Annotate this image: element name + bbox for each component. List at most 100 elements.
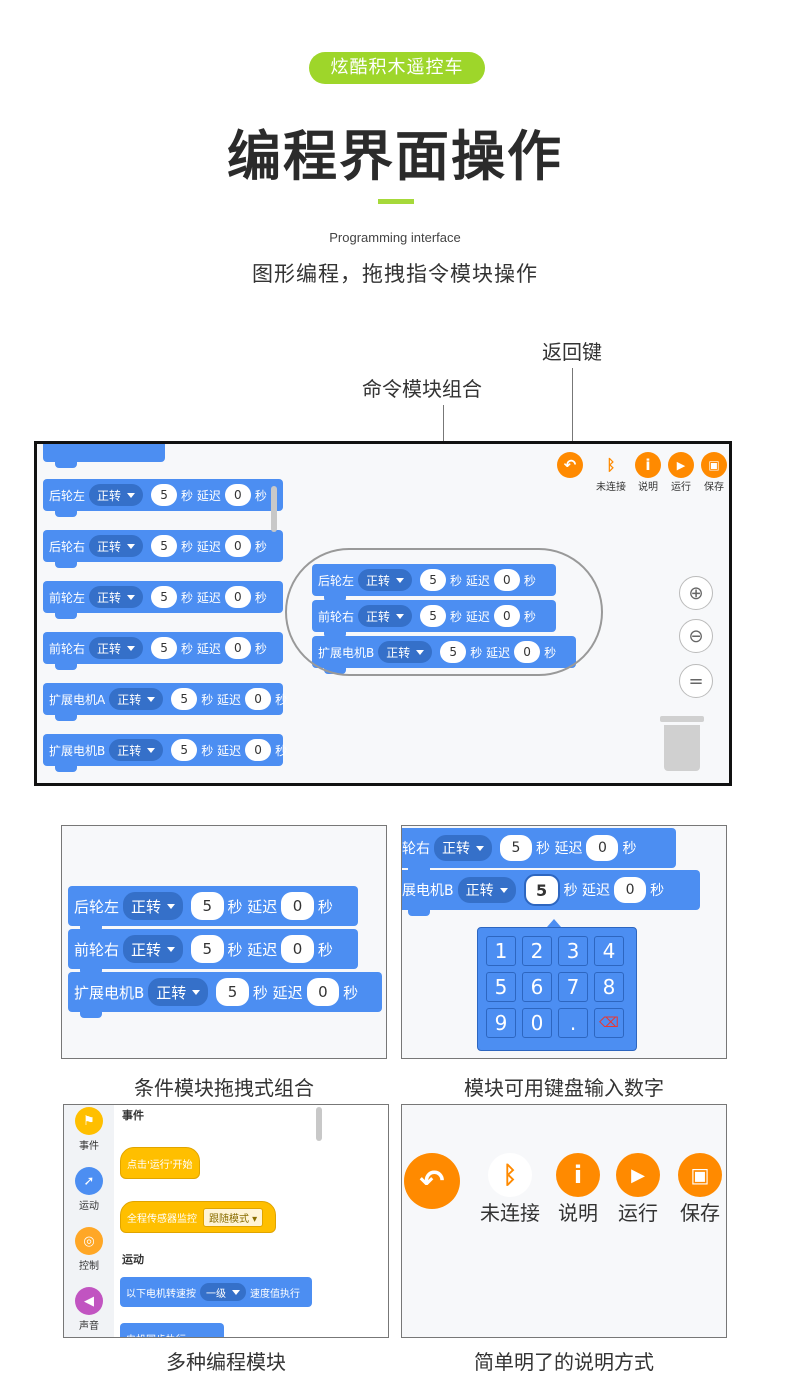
back-button[interactable]: ↶: [557, 452, 583, 478]
big-bluetooth-button[interactable]: ᛒ 未连接: [480, 1153, 540, 1226]
seconds-input[interactable]: 5: [440, 641, 467, 663]
delay-input[interactable]: 0: [306, 978, 340, 1006]
direction-dropdown[interactable]: 正转: [89, 586, 144, 608]
seconds-input[interactable]: 5: [191, 935, 224, 963]
keypad-key[interactable]: 7: [558, 972, 588, 1002]
seconds-input-active[interactable]: 5: [523, 874, 560, 906]
direction-dropdown[interactable]: 正转: [358, 569, 413, 591]
info-label: 说明: [558, 1201, 598, 1225]
backspace-key[interactable]: ⌫: [594, 1008, 624, 1038]
seconds-input[interactable]: 5: [171, 688, 198, 710]
blocks-scrollbar[interactable]: [271, 486, 277, 532]
direction-dropdown[interactable]: 正转: [378, 641, 433, 663]
direction-dropdown[interactable]: 正转: [457, 877, 516, 903]
keypad-key[interactable]: 1: [486, 936, 516, 966]
delay-input[interactable]: 0: [224, 535, 251, 557]
seconds-input[interactable]: 5: [216, 978, 249, 1006]
delay-input[interactable]: 0: [514, 641, 541, 663]
keypad-key[interactable]: 2: [522, 936, 552, 966]
delay-input[interactable]: 0: [245, 688, 272, 710]
big-back-button[interactable]: ↶: [404, 1153, 460, 1209]
direction-dropdown[interactable]: 正转: [358, 605, 413, 627]
bluetooth-button[interactable]: ᛒ 未连接: [596, 452, 626, 493]
sec-text: 秒: [343, 983, 359, 1002]
category-sound[interactable]: ◀ 声音: [64, 1287, 114, 1332]
keypad-key[interactable]: 8: [594, 972, 624, 1002]
title-badge: 炫酷积木遥控车: [309, 52, 485, 84]
direction-dropdown[interactable]: 正转: [89, 535, 144, 557]
delay-input[interactable]: 0: [586, 835, 619, 861]
delay-input[interactable]: 0: [224, 637, 251, 659]
info-button[interactable]: i 说明: [635, 452, 661, 493]
seconds-input[interactable]: 5: [151, 484, 178, 506]
delay-input[interactable]: 0: [493, 605, 520, 627]
delay-input[interactable]: 0: [281, 935, 314, 963]
delay-input[interactable]: 0: [224, 484, 251, 506]
block-row1[interactable]: 轮右 正转 5 秒 延迟 0 秒: [402, 828, 676, 874]
keypad-key[interactable]: 6: [522, 972, 552, 1002]
seconds-input[interactable]: 5: [151, 637, 178, 659]
save-button[interactable]: ▣ 保存: [701, 452, 727, 493]
category-control[interactable]: ◎ 控制: [64, 1227, 114, 1272]
partial-block[interactable]: [43, 444, 165, 468]
big-save-button[interactable]: ▣ 保存: [678, 1153, 722, 1226]
delay-input[interactable]: 0: [281, 892, 314, 920]
direction-dropdown[interactable]: 正转: [109, 688, 164, 710]
keypad-key[interactable]: 4: [594, 936, 624, 966]
direction-dropdown[interactable]: 正转: [89, 637, 144, 659]
block-click-run[interactable]: 点击'运行'开始: [120, 1147, 200, 1179]
block-motor-speed[interactable]: 以下电机转速按 一级 速度值执行: [120, 1277, 312, 1307]
run-button[interactable]: ▶ 运行: [668, 452, 694, 493]
category-motion[interactable]: ➚ 运动: [64, 1167, 114, 1212]
direction-dropdown[interactable]: 正转: [434, 835, 492, 861]
delay-input[interactable]: 0: [493, 569, 520, 591]
seconds-input[interactable]: 5: [500, 835, 532, 861]
delay-input[interactable]: 0: [224, 586, 251, 608]
keypad-key[interactable]: 0: [522, 1008, 552, 1038]
zoom-reset-button[interactable]: =: [679, 664, 713, 698]
block-sync[interactable]: 电机同步执行: [120, 1323, 224, 1337]
speed-dropdown[interactable]: 一级: [200, 1283, 246, 1301]
zoom-out-button[interactable]: ⊖: [679, 619, 713, 653]
delay-input[interactable]: 0: [614, 877, 647, 903]
direction-dropdown[interactable]: 正转: [109, 739, 164, 761]
palette-scrollbar[interactable]: [316, 1107, 322, 1141]
category-event[interactable]: ⚑ 事件: [64, 1107, 114, 1152]
keypad-key[interactable]: 3: [558, 936, 588, 966]
direction-dropdown[interactable]: 正转: [123, 935, 184, 963]
seconds-input[interactable]: 5: [171, 739, 198, 761]
block-sensor-monitor[interactable]: 全程传感器监控 跟随模式 ▾: [120, 1201, 276, 1233]
big-run-button[interactable]: ▶ 运行: [616, 1153, 660, 1226]
keypad-key[interactable]: 9: [486, 1008, 516, 1038]
zoom-in-button[interactable]: ⊕: [679, 576, 713, 610]
trash-icon[interactable]: [660, 716, 704, 772]
seconds-input[interactable]: 5: [420, 605, 447, 627]
keypad-key[interactable]: .: [558, 1008, 588, 1038]
seconds-input[interactable]: 5: [420, 569, 447, 591]
block-label: 前轮左: [49, 590, 86, 605]
block-row2[interactable]: 展电机B 正转 5 秒 延迟 0 秒: [402, 870, 700, 916]
big-info-button[interactable]: i 说明: [556, 1153, 600, 1226]
direction-dropdown[interactable]: 正转: [89, 484, 144, 506]
seconds-input[interactable]: 5: [151, 586, 178, 608]
direction-dropdown[interactable]: 正转: [148, 978, 209, 1006]
seconds-input[interactable]: 5: [191, 892, 224, 920]
seconds-input[interactable]: 5: [151, 535, 178, 557]
direction-dropdown[interactable]: 正转: [123, 892, 184, 920]
mode-dropdown[interactable]: 跟随模式 ▾: [203, 1207, 264, 1227]
panel-toolbar-explained: ↶ ᛒ 未连接 i 说明 ▶ 运行 ▣ 保存: [401, 1104, 727, 1338]
canvas-scrollbar[interactable]: [729, 524, 732, 724]
keypad-key[interactable]: 5: [486, 972, 516, 1002]
delay-input[interactable]: 0: [245, 739, 272, 761]
